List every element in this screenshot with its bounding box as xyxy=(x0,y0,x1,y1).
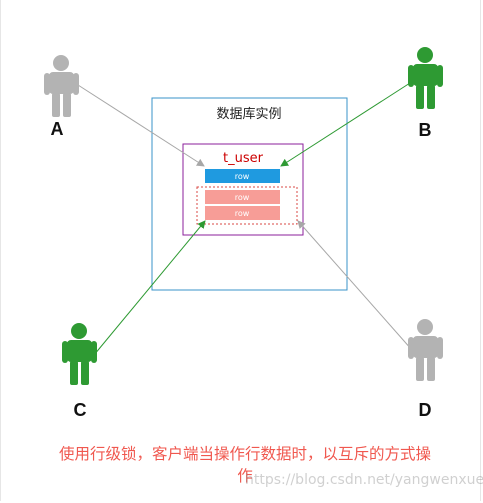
user-d-icon xyxy=(408,319,443,381)
user-d-label: D xyxy=(419,400,432,420)
arrow-d-to-row xyxy=(297,220,413,351)
row-label: row xyxy=(235,193,250,202)
user-a-label: A xyxy=(51,119,64,139)
user-b-label: B xyxy=(419,120,432,140)
dashed-selection-box xyxy=(196,186,298,225)
watermark-text: https://blog.csdn.net/yangwenxue_admin xyxy=(245,472,483,488)
table-row-pending xyxy=(205,206,280,220)
table-row-locked xyxy=(205,169,280,183)
user-b-icon xyxy=(408,47,443,109)
user-a-icon xyxy=(44,55,79,117)
user-c-label: C xyxy=(74,400,87,420)
table-name: t_user xyxy=(223,151,264,166)
arrow-b-to-row xyxy=(280,82,411,167)
user-c-icon xyxy=(62,323,97,385)
caption-text: 使用行级锁，客户端当操作行数据时，以互斥的方式操作 xyxy=(58,445,431,485)
database-instance-title: 数据库实例 xyxy=(216,106,281,122)
row-label: row xyxy=(235,172,250,181)
arrow-a-to-row xyxy=(77,84,205,167)
table-box xyxy=(182,143,304,236)
row-label: row xyxy=(235,209,250,218)
database-instance-box xyxy=(151,97,348,291)
table-row-pending xyxy=(205,190,280,204)
arrow-c-to-row xyxy=(93,220,206,356)
